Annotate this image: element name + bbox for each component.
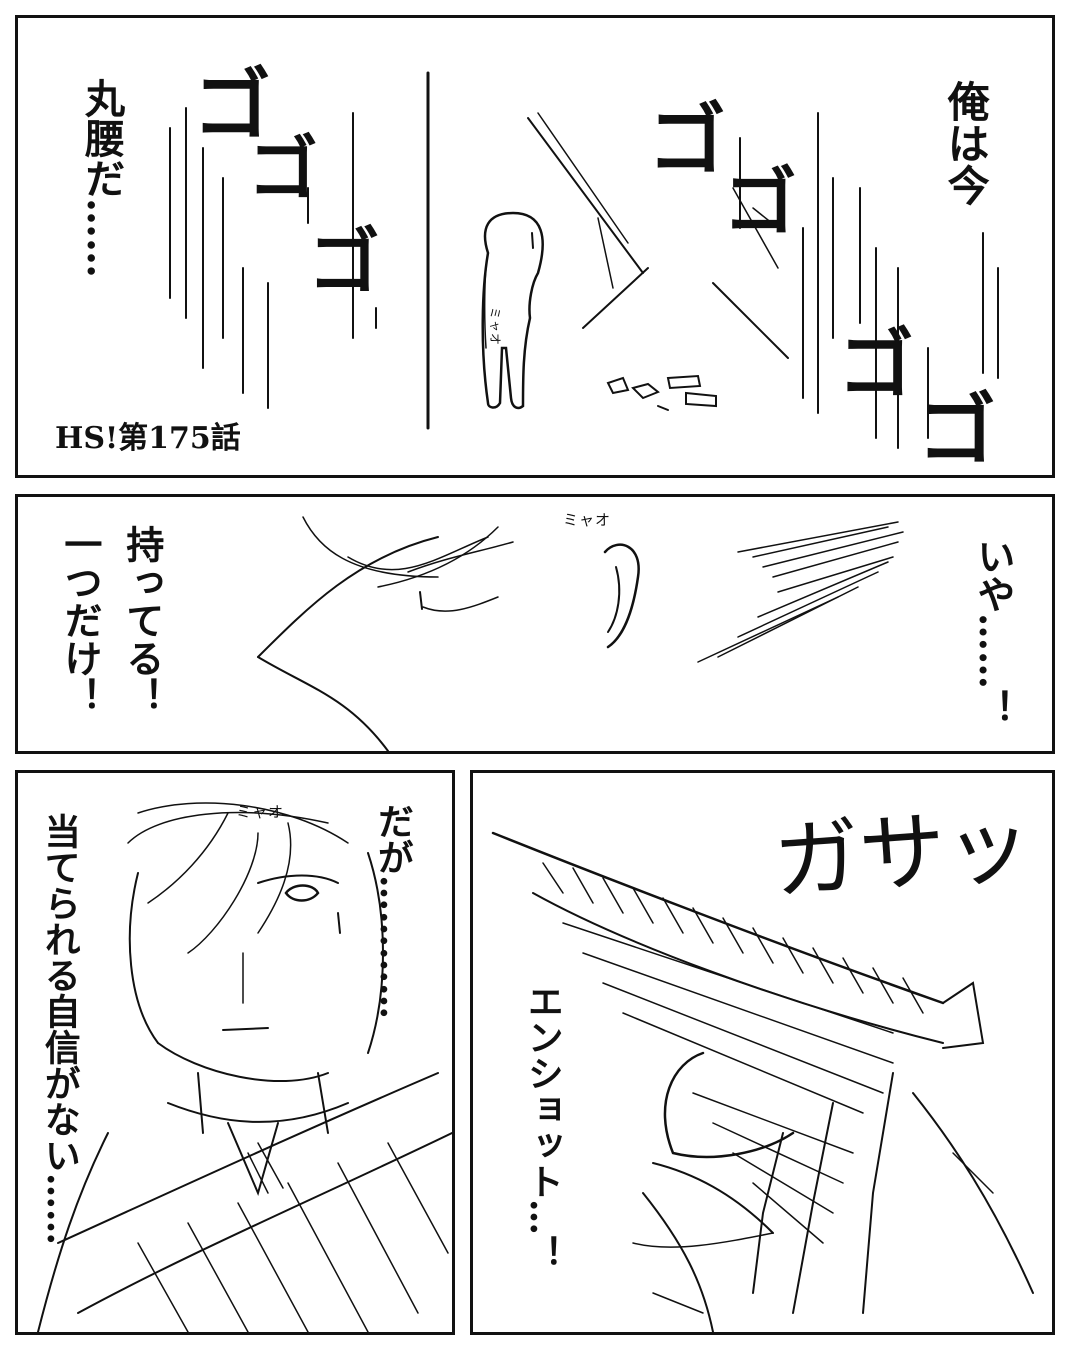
sfx-go: ゴ: [193, 61, 272, 151]
sfx-go: ゴ: [918, 386, 997, 476]
narration-left: 丸腰だ……: [78, 78, 125, 278]
sfx-go: ゴ: [308, 220, 381, 304]
panel-2-art: [257, 516, 904, 751]
panel-4: ガサッ エンショット…！: [470, 770, 1055, 1335]
speech-not-confident: 当てられる自信がない……: [38, 813, 81, 1245]
panel-3-art: [37, 802, 452, 1332]
panel-3: だが………… 当てられる自信がない…… ミャオ: [15, 770, 455, 1335]
sfx-go: ゴ: [248, 128, 318, 210]
speech-enshot: エンショット…！: [521, 983, 564, 1271]
panel-4-art: [491, 831, 1034, 1332]
speech-left-2: 一つだけ！: [57, 525, 103, 715]
panel-2: 持ってる！ 一つだけ！ いや……！ ミャオ: [15, 494, 1055, 754]
speech-but: だが…………: [371, 803, 414, 1019]
panel-1: 丸腰だ…… 俺は今 HS!第175話 ミャオ ゴ ゴ ゴ ゴ ゴ ゴ ゴ: [15, 15, 1055, 478]
name-tag: ミャオ: [236, 803, 285, 821]
sfx-rustle: ガサッ: [770, 795, 1035, 913]
narration-right: 俺は今: [941, 80, 991, 206]
chapter-label: HS!第175話: [55, 421, 241, 456]
sfx-go: ゴ: [838, 320, 914, 409]
sfx-go: ゴ: [648, 96, 727, 186]
panel-1-art: [169, 71, 999, 449]
name-tag: ミャオ: [488, 306, 503, 347]
name-tag: ミャオ: [563, 511, 612, 529]
sfx-go: ゴ: [723, 160, 797, 246]
speech-left-1: 持ってる！: [119, 525, 165, 715]
speech-right: いや……！: [970, 537, 1016, 727]
